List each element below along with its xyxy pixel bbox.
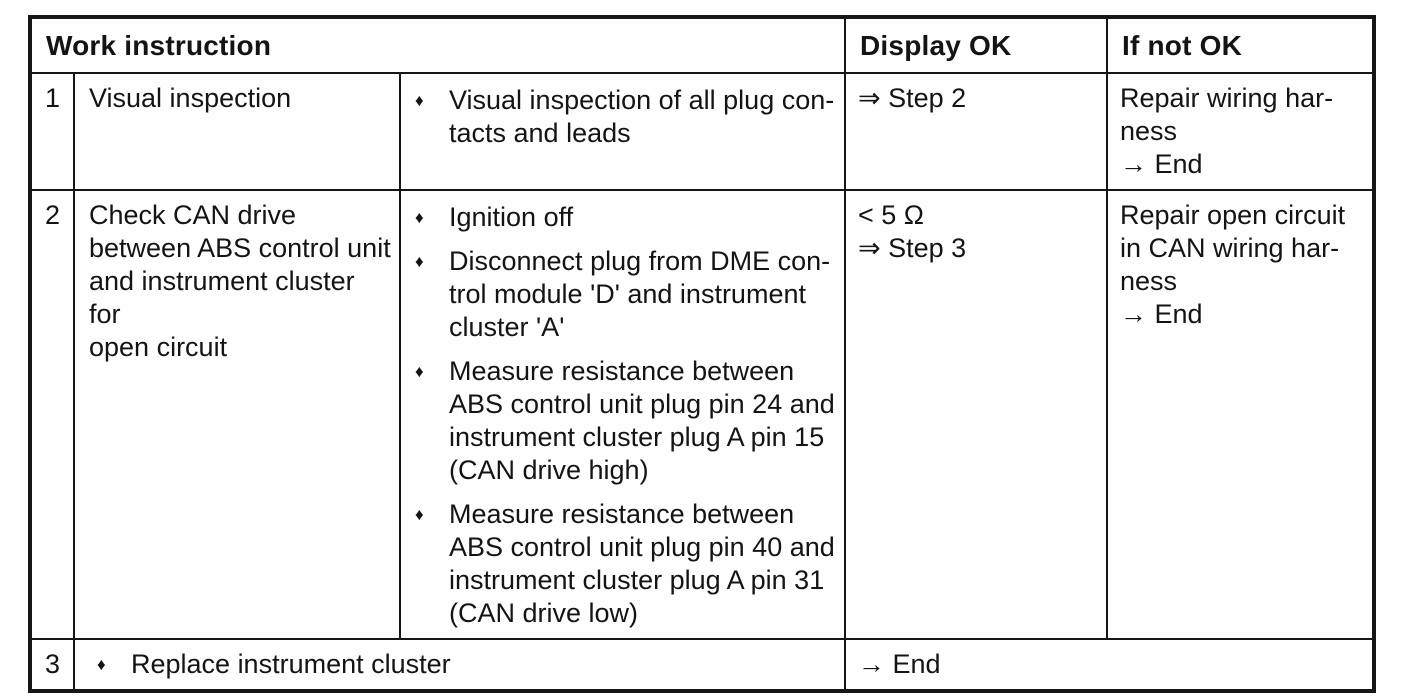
bullet-text: Ignition off [449,202,574,232]
step-number: 3 [29,638,75,692]
details-cell: ♦ Visual inspection of all plug con- tac… [398,72,847,191]
bullet-diamond-icon: ♦ [415,91,424,110]
work-instruction-table: Work instruction Display OK If not OK 1 … [28,15,1377,693]
action-cell: ♦ Replace instrument cluster [72,638,847,692]
header-if-not-ok: If not OK [1106,16,1376,74]
table-row-step-2: 2 Check CAN drive between ABS control un… [29,189,1376,640]
if-not-ok-cell: Repair wiring har- ness → End [1106,72,1376,191]
table-row-step-1: 1 Visual inspection ♦ Visual inspection … [29,72,1376,191]
if-not-ok-cell: Repair open circuit in CAN wiring har- n… [1106,189,1376,640]
step-number: 1 [29,72,75,191]
bullet-text: Measure resistance between ABS control u… [449,499,835,628]
bullet-diamond-icon: ♦ [415,362,424,381]
bullet-item: ♦ Ignition off [415,201,836,234]
result-cell: → End [844,638,1376,692]
step-number: 2 [29,189,75,640]
task-description: Visual inspection [73,72,401,191]
bullet-diamond-icon: ♦ [415,252,424,271]
bullet-item: ♦ Disconnect plug from DME con- trol mod… [415,245,836,344]
bullet-item: ♦ Measure resistance between ABS control… [415,498,836,630]
bullet-text: Measure resistance between ABS control u… [449,356,835,485]
bullet-diamond-icon: ♦ [415,505,424,524]
bullet-item: ♦ Visual inspection of all plug con- tac… [415,84,836,150]
display-ok-cell: ⇒ Step 2 [844,72,1109,191]
bullet-text: Replace instrument cluster [131,649,451,679]
header-row: Work instruction Display OK If not OK [28,16,1376,74]
bullet-item: ♦ Measure resistance between ABS control… [415,355,836,487]
bullet-diamond-icon: ♦ [415,208,424,227]
bullet-diamond-icon: ♦ [97,655,106,674]
details-cell: ♦ Ignition off ♦ Disconnect plug from DM… [398,189,847,640]
display-ok-cell: < 5 Ω ⇒ Step 3 [844,189,1109,640]
bullet-text: Disconnect plug from DME con- trol modul… [449,246,831,342]
table-row-step-3: 3 ♦ Replace instrument cluster → End [29,638,1376,692]
task-description: Check CAN drive between ABS control unit… [73,189,401,640]
bullet-text: Visual inspection of all plug con- tacts… [449,85,835,148]
header-work-instruction: Work instruction [28,16,847,74]
header-display-ok: Display OK [844,16,1109,74]
bullet-item: ♦ Replace instrument cluster [97,648,836,681]
